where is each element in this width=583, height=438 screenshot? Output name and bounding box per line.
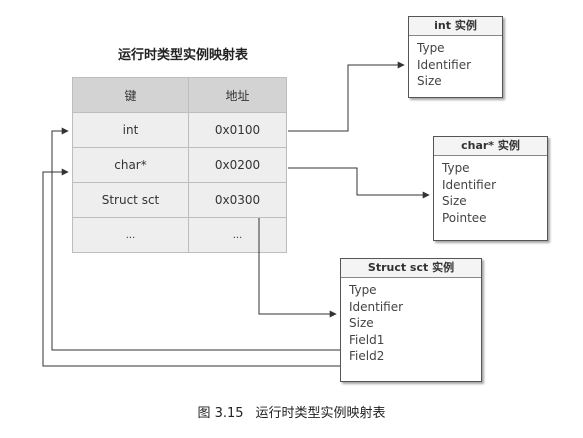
int-pointer-arrow	[288, 61, 405, 132]
field-item: Pointee	[442, 210, 487, 225]
row-key: Struct sct	[72, 182, 189, 218]
int-instance-title: int 实例	[409, 17, 502, 36]
field-item: Identifier	[417, 57, 472, 72]
type-instance-map-table: 键 地址 int 0x0100 char* 0x0200 Struct sct …	[72, 77, 287, 253]
table-row: Struct sct 0x0300	[72, 182, 287, 218]
struct-pointer-arrow	[258, 218, 337, 318]
field-item: Size	[349, 316, 374, 330]
char-ptr-instance-fields: Type Identifier Size Pointee	[434, 156, 547, 230]
row-key: char*	[72, 147, 189, 183]
table-row: ... ...	[72, 217, 287, 253]
header-address: 地址	[188, 77, 287, 113]
field2-back-arrow	[42, 168, 340, 367]
field-item: Identifier	[349, 299, 404, 314]
figure-caption-text: 运行时类型实例映射表	[255, 406, 386, 421]
field-item: Type	[417, 41, 445, 55]
row-address: 0x0300	[188, 182, 287, 218]
char-ptr-instance-title: char* 实例	[434, 137, 547, 156]
row-key: int	[72, 112, 189, 148]
figure-caption: 图 3.15 运行时类型实例映射表	[0, 402, 583, 421]
field-item: Field2	[349, 349, 385, 363]
field-item: Size	[417, 74, 442, 88]
int-instance-fields: Type Identifier Size	[409, 36, 502, 94]
field-item: Size	[442, 194, 467, 208]
field-item: Field1	[349, 332, 385, 347]
struct-sct-instance-box: Struct sct 实例 Type Identifier Size Field…	[340, 258, 482, 382]
field1-back-arrow	[51, 127, 340, 351]
char-ptr-instance-box: char* 实例 Type Identifier Size Pointee	[433, 136, 548, 241]
field-item: Identifier	[442, 177, 497, 192]
field-item: Type	[349, 283, 377, 297]
row-address: ...	[188, 217, 287, 253]
row-address: 0x0100	[188, 112, 287, 148]
table-row: int 0x0100	[72, 112, 287, 148]
figure-number: 图 3.15	[197, 406, 244, 421]
field-item: Type	[442, 161, 470, 175]
int-instance-box: int 实例 Type Identifier Size	[408, 16, 503, 98]
char-ptr-pointer-arrow	[288, 167, 430, 199]
struct-sct-instance-fields: Type Identifier Size Field1 Field2	[341, 278, 481, 369]
table-header-row: 键 地址	[72, 77, 287, 113]
map-title: 运行时类型实例映射表	[118, 48, 249, 63]
struct-sct-instance-title: Struct sct 实例	[341, 259, 481, 278]
row-key: ...	[72, 217, 189, 253]
